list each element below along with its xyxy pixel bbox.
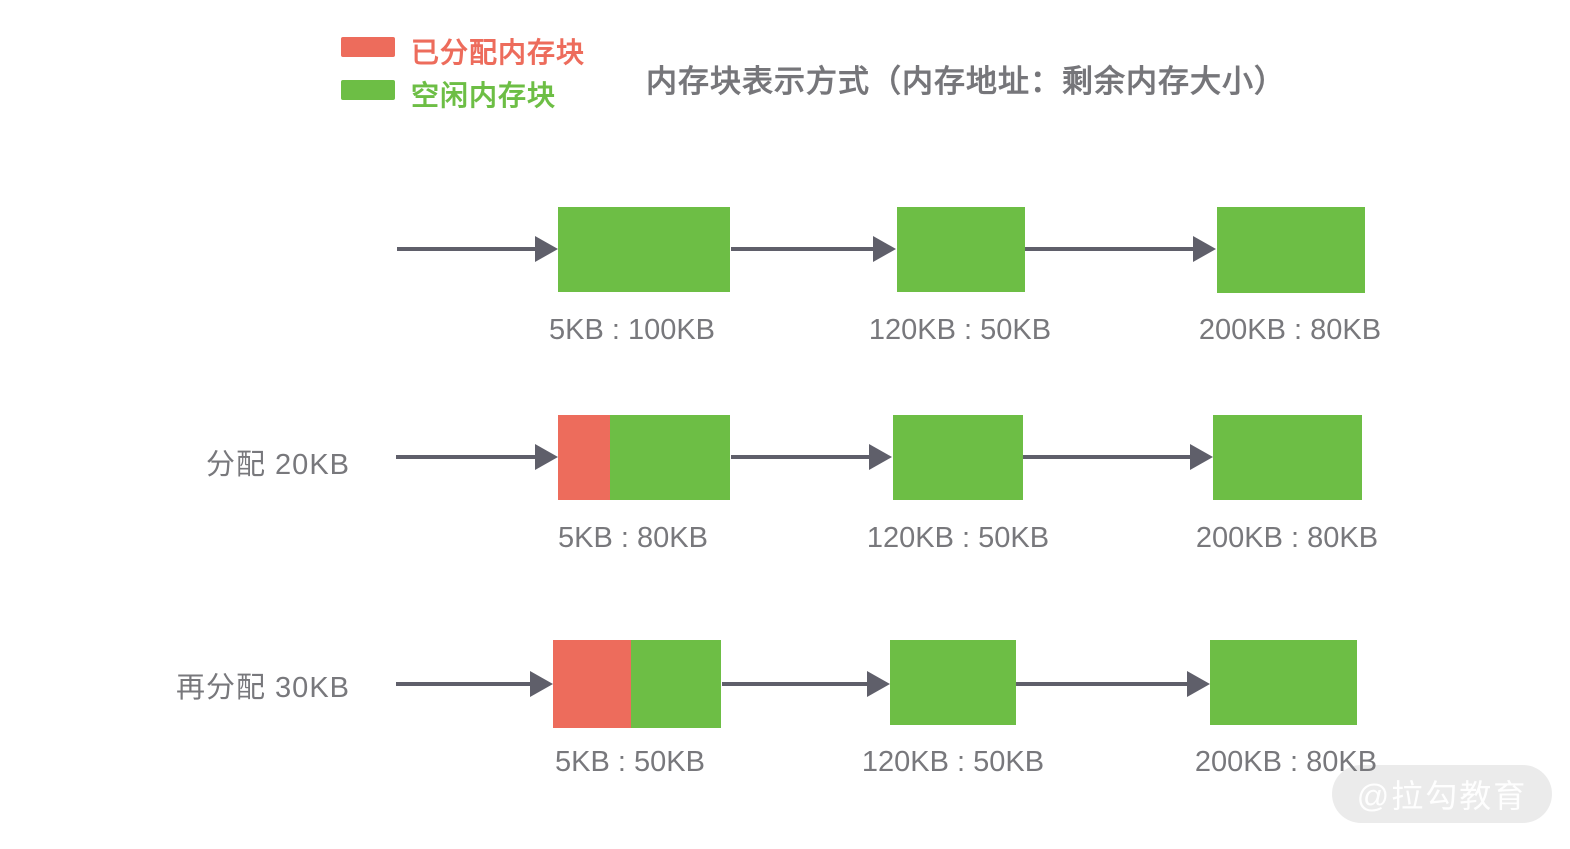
free-segment	[893, 415, 1023, 500]
free-segment	[1210, 640, 1357, 725]
arrow	[1016, 671, 1210, 697]
free-segment	[1217, 207, 1365, 293]
arrow	[731, 444, 892, 470]
row-action-label: 再分配 30KB	[176, 672, 350, 704]
arrow	[1025, 236, 1216, 262]
row-action-label: 分配 20KB	[206, 449, 350, 481]
free-segment	[1213, 415, 1362, 500]
block-label: 200KB : 80KB	[1194, 746, 1378, 778]
arrow	[1023, 444, 1213, 470]
memory-block	[1217, 207, 1365, 293]
free-segment	[609, 415, 730, 500]
watermark-badge: @拉勾教育	[1332, 765, 1552, 823]
allocated-segment	[558, 415, 610, 500]
block-label: 120KB : 50KB	[861, 746, 1045, 778]
memory-block	[897, 207, 1025, 292]
allocated-segment	[553, 640, 632, 728]
block-label: 5KB : 80KB	[558, 522, 708, 554]
free-segment	[897, 207, 1025, 292]
diagram-title: 内存块表示方式（内存地址：剩余内存大小）	[646, 64, 1286, 99]
block-label: 5KB : 100KB	[548, 314, 716, 346]
legend-label-allocated: 已分配内存块	[411, 37, 586, 68]
arrow	[731, 236, 896, 262]
block-label: 200KB : 80KB	[1195, 522, 1379, 554]
arrow	[396, 671, 553, 697]
free-segment	[558, 207, 730, 292]
free-segment	[890, 640, 1016, 725]
memory-block	[558, 415, 730, 500]
block-label: 5KB : 50KB	[555, 746, 705, 778]
free-swatch	[341, 80, 395, 100]
block-label: 200KB : 80KB	[1198, 314, 1382, 346]
memory-block	[558, 207, 730, 292]
free-segment	[631, 640, 721, 728]
memory-block	[893, 415, 1023, 500]
arrow	[397, 236, 558, 262]
memory-block	[1210, 640, 1357, 725]
memory-block	[890, 640, 1016, 725]
block-label: 120KB : 50KB	[866, 522, 1050, 554]
legend-label-free: 空闲内存块	[411, 80, 557, 111]
arrow	[722, 671, 890, 697]
arrow	[396, 444, 558, 470]
block-label: 120KB : 50KB	[868, 314, 1052, 346]
memory-block	[553, 640, 721, 728]
allocated-swatch	[341, 37, 395, 57]
memory-block	[1213, 415, 1362, 500]
